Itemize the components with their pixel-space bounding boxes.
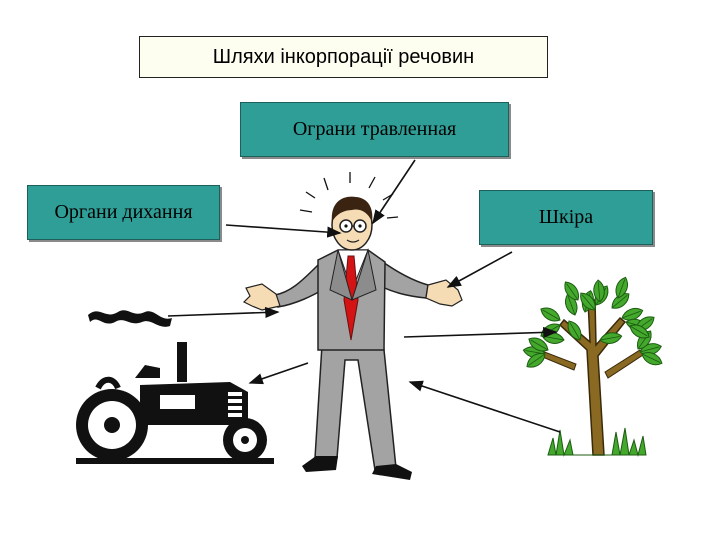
route-box-skin: Шкіра (479, 190, 653, 245)
tree-illustration (521, 275, 665, 457)
arrow-skin (446, 251, 513, 288)
arrow-tractor-to-man (167, 306, 280, 319)
arrow-man-to-tree (403, 326, 558, 339)
diagram-title: Шляхи інкорпорації речовин (139, 36, 548, 78)
arrow-tree-to-man (408, 380, 561, 433)
arrows (167, 159, 561, 433)
arrow-man-to-tractor (248, 362, 309, 385)
arrow-digestive (372, 159, 416, 225)
route-box-digestive: Ограни травленная (240, 102, 509, 157)
man-illustration (242, 172, 463, 480)
tractor-illustration (76, 310, 274, 464)
route-box-respiratory: Органи дихання (27, 185, 220, 240)
arrow-respiratory (225, 224, 342, 238)
